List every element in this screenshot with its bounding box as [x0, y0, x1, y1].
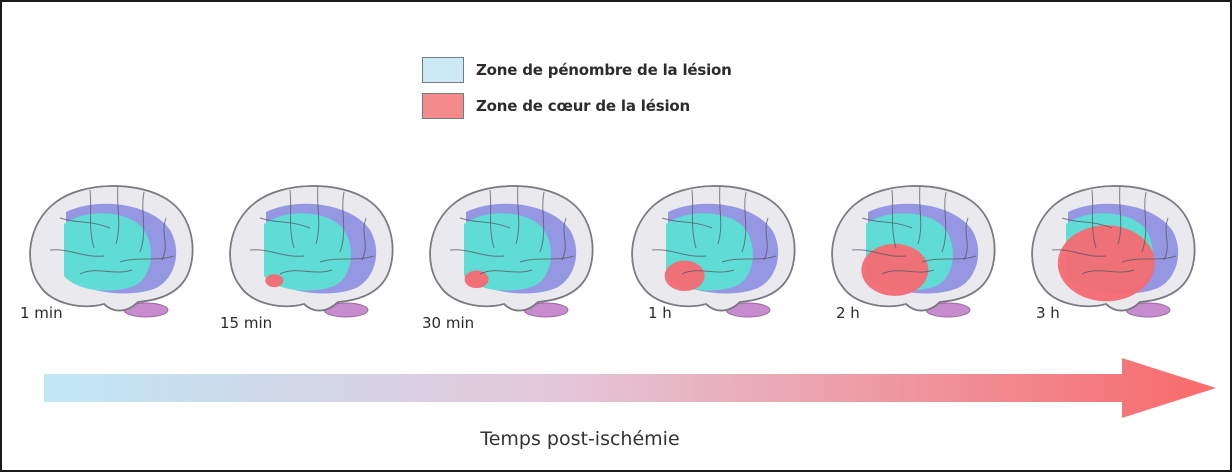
- sulcus-line: [1141, 191, 1147, 253]
- brain-outline-stroke: [429, 185, 594, 312]
- core-zone-shape: [464, 270, 489, 289]
- brain-stage-1h: 1 h: [622, 178, 800, 328]
- legend-item-core: Zone de cœur de la lésion: [422, 90, 732, 122]
- sulcus-line: [339, 191, 345, 253]
- sulcus-line: [721, 255, 777, 263]
- stage-label: 3 h: [1036, 304, 1060, 322]
- sulcus-line: [449, 249, 505, 257]
- sulcus-line: [691, 189, 697, 249]
- sulcus-line: [249, 249, 305, 257]
- sulcus-line: [89, 189, 95, 249]
- sulcus-line: [161, 217, 167, 261]
- legend-label-penumbra: Zone de pénombre de la lésion: [476, 61, 732, 79]
- sulcus-line: [319, 255, 375, 263]
- sulcus-line: [361, 217, 367, 261]
- brain-illustration: [831, 185, 996, 318]
- sulcus-line: [1121, 255, 1177, 263]
- sulcus-line: [539, 191, 545, 253]
- time-arrow-body: [44, 358, 1216, 418]
- sulcus-line: [763, 217, 769, 261]
- sulcus-line: [1091, 189, 1097, 249]
- brain-stage-2h: 2 h: [822, 178, 1000, 328]
- sulcus-line: [681, 269, 735, 275]
- brain-outline-stroke: [831, 185, 996, 312]
- stage-label: 1 min: [20, 304, 63, 322]
- sulcus-line: [917, 185, 922, 245]
- brain-outline-stroke: [229, 185, 394, 312]
- stage-label: 15 min: [220, 314, 273, 332]
- sulcus-line: [59, 217, 111, 229]
- sulcus-line: [1117, 185, 1122, 245]
- sulcus-line: [561, 217, 567, 261]
- brain-stage-30min: 30 min: [420, 178, 598, 332]
- brain-illustration: [429, 185, 594, 318]
- legend-swatch-core: [422, 93, 464, 119]
- legend-item-penumbra: Zone de pénombre de la lésion: [422, 54, 732, 86]
- sulcus-line: [921, 255, 977, 263]
- sulcus-line: [479, 269, 533, 275]
- sulcus-line: [459, 217, 511, 229]
- sulcus-line: [1051, 249, 1107, 257]
- brain-outline-stroke: [1031, 185, 1196, 312]
- sulcus-line: [139, 191, 145, 253]
- sulcus-line: [79, 269, 133, 275]
- sulcus-line: [1163, 217, 1169, 261]
- brain-outline-stroke: [631, 185, 796, 312]
- core-zone-shape: [861, 243, 929, 296]
- legend-swatch-penumbra: [422, 57, 464, 83]
- sulcus-line: [519, 255, 575, 263]
- sulcus-line: [315, 185, 320, 245]
- stage-label: 2 h: [836, 304, 860, 322]
- brain-stage-1min: 1 min: [20, 178, 198, 328]
- sulcus-line: [741, 191, 747, 253]
- sulcus-line: [489, 189, 495, 249]
- time-arrow: [44, 358, 1216, 418]
- sulcus-line: [279, 269, 333, 275]
- legend: Zone de pénombre de la lésion Zone de cœ…: [422, 54, 732, 126]
- sulcus-line: [963, 217, 969, 261]
- sulcus-line: [119, 255, 175, 263]
- sulcus-line: [881, 269, 935, 275]
- sulcus-line: [259, 217, 311, 229]
- sulcus-line: [891, 189, 897, 249]
- core-zone-shape: [265, 274, 284, 288]
- sulcus-line: [861, 217, 913, 229]
- sulcus-line: [941, 191, 947, 253]
- core-zone-shape: [664, 260, 705, 292]
- sulcus-line: [49, 249, 105, 257]
- stage-label: 1 h: [648, 304, 672, 322]
- legend-label-core: Zone de cœur de la lésion: [476, 97, 690, 115]
- brain-illustration: [229, 185, 394, 318]
- sulcus-line: [717, 185, 722, 245]
- sulcus-line: [1081, 269, 1135, 275]
- sulcus-line: [115, 185, 120, 245]
- sulcus-line: [661, 217, 713, 229]
- brain-illustration: [631, 185, 796, 318]
- axis-label: Temps post-ischémie: [480, 428, 680, 450]
- sulcus-line: [515, 185, 520, 245]
- sulcus-line: [1061, 217, 1113, 229]
- sulcus-line: [651, 249, 707, 257]
- core-zone-shape: [1057, 225, 1155, 302]
- stage-label: 30 min: [422, 314, 475, 332]
- brain-outline-stroke: [29, 185, 194, 312]
- brain-illustration: [29, 185, 194, 318]
- brain-stage-15min: 15 min: [220, 178, 398, 332]
- brain-illustration: [1031, 185, 1196, 318]
- sulcus-line: [851, 249, 907, 257]
- sulcus-line: [289, 189, 295, 249]
- penumbra-zone-shape: [64, 213, 151, 291]
- brain-stage-3h: 3 h: [1022, 178, 1200, 328]
